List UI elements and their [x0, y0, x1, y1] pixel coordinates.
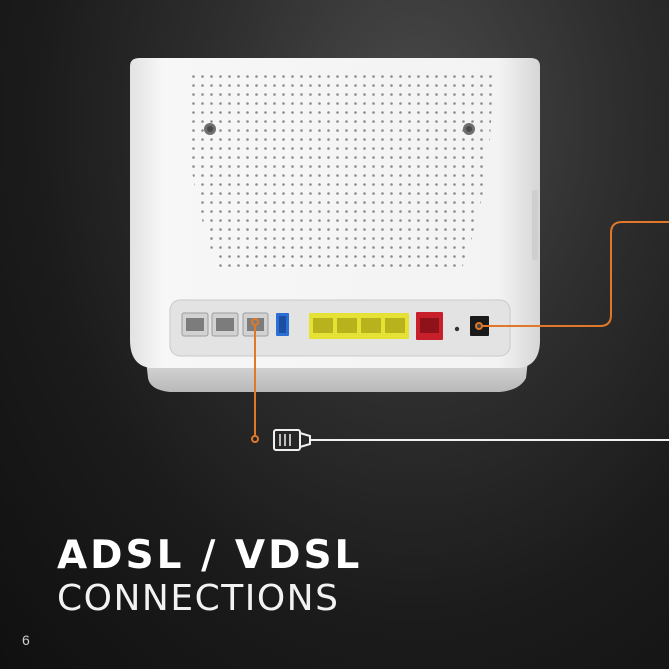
lan-ports: [309, 313, 409, 339]
section-title-sub: CONNECTIONS: [57, 578, 362, 620]
wan-port: [416, 312, 443, 340]
usb-port: [276, 313, 289, 336]
page-number: 6: [22, 632, 30, 648]
side-button: [532, 190, 538, 260]
section-title-main: ADSL / VDSL: [57, 534, 362, 578]
phone-port-1: [182, 313, 208, 336]
vent-grille: [186, 70, 492, 270]
reset-hole: [455, 327, 459, 331]
section-title: ADSL / VDSL CONNECTIONS: [57, 534, 362, 620]
rj11-plug-icon: [274, 430, 669, 450]
phone-port-2: [212, 313, 238, 336]
